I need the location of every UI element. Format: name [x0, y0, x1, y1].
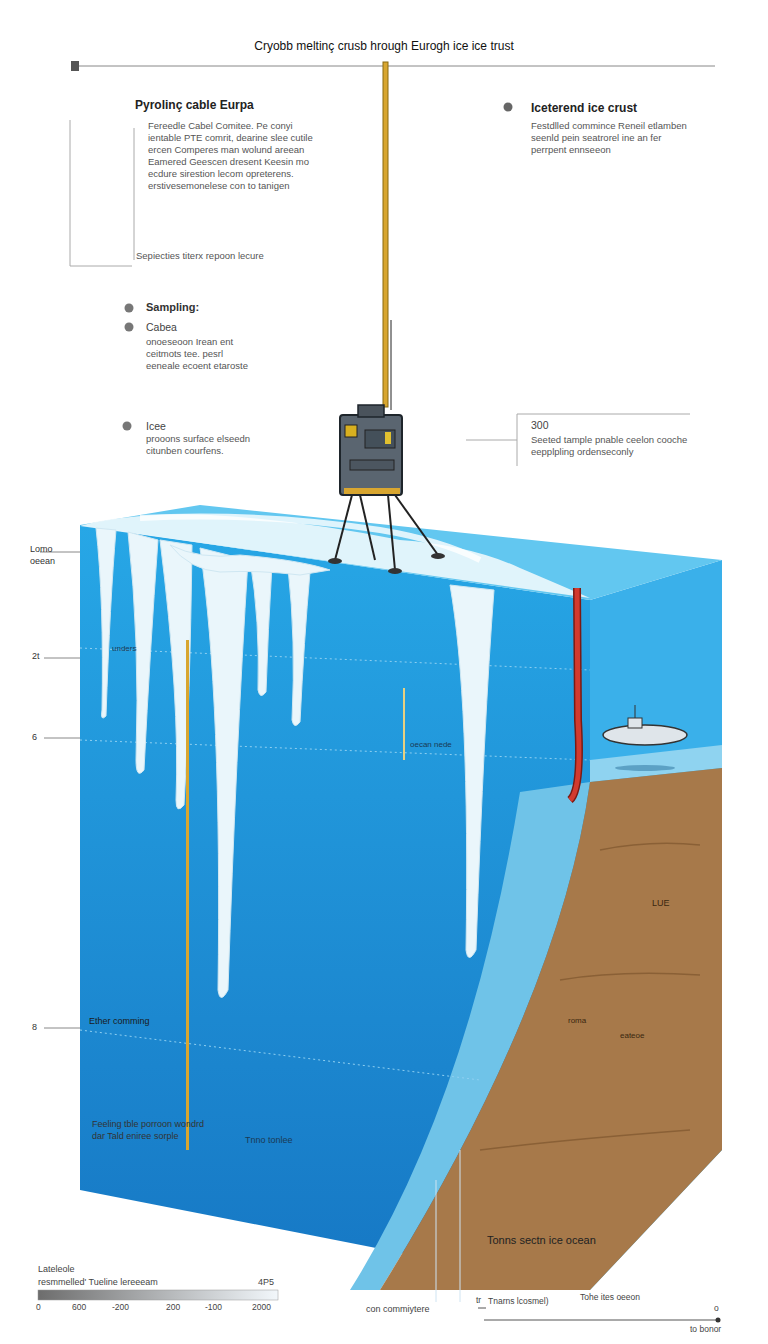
layer-label: Tnno tonlee — [245, 1134, 293, 1146]
axis-label: con commiytere — [366, 1303, 430, 1315]
scale-tick: 0 — [36, 1302, 41, 1313]
layer-label: eateoe — [620, 1031, 644, 1041]
diagram-title: Cryobb meltinç crusb hrough Eurogh ice i… — [0, 39, 768, 53]
depth-label: Ether comming — [89, 1015, 159, 1027]
scale-tick: 600 — [72, 1302, 86, 1313]
depth-label: 6 — [32, 731, 37, 743]
callout-body: Seeted tample pnable ceelon cooche eeppl… — [531, 434, 711, 458]
callout-heading: Sampling: — [146, 300, 199, 314]
scale-tick: -100 — [205, 1302, 222, 1313]
callout-subheading: Cabea — [146, 320, 177, 334]
axis-tick: o — [714, 1303, 719, 1314]
section-caption: Tonns sectn ice ocean — [487, 1233, 596, 1247]
axis-label: to bonor — [690, 1324, 721, 1335]
scale-value: 4P5 — [258, 1276, 274, 1288]
callout-body: prooons surface elseedn citunben courfen… — [146, 433, 256, 457]
callout-note: Sepiecties titerx repoon lecure — [136, 250, 264, 262]
layer-label: LUE — [652, 897, 670, 909]
scale-title: Lateleole — [38, 1263, 75, 1275]
scale-tick: 200 — [166, 1302, 180, 1313]
axis-label: Tnarns lcosmel) — [488, 1296, 558, 1307]
callout-body: onoeseoon Irean ent ceitmots tee. pesrl … — [146, 336, 256, 372]
callout-heading: Iceterend ice crust — [531, 100, 637, 116]
axis-label: Tohe ites oeeon — [580, 1292, 660, 1303]
callout-body: Fereedle Cabel Comitee. Pe conyi ientabl… — [148, 120, 313, 192]
layer-label: unders — [112, 644, 136, 654]
scale-subtitle: resmmelled' Tueline lereeeam — [38, 1276, 238, 1288]
scale-tick: -200 — [112, 1302, 129, 1313]
scale-tick: 2000 — [252, 1302, 271, 1313]
depth-note: Feeling tble porroon wondrd dar Tald eni… — [92, 1118, 217, 1142]
callout-number: 300 — [531, 418, 549, 432]
layer-label: oecan nede — [410, 740, 452, 750]
callout-body: Festdlled commince Reneil etlamben seenl… — [531, 120, 691, 156]
axis-tick: tr — [476, 1295, 481, 1306]
callout-subheading: Icee — [146, 419, 166, 433]
depth-label: 2t — [32, 650, 40, 662]
layer-label: roma — [568, 1016, 586, 1026]
depth-label: Lomo oeean — [30, 543, 74, 567]
depth-label: 8 — [32, 1021, 37, 1033]
callout-heading: Pyrolinç cable Eurpa — [135, 97, 254, 113]
